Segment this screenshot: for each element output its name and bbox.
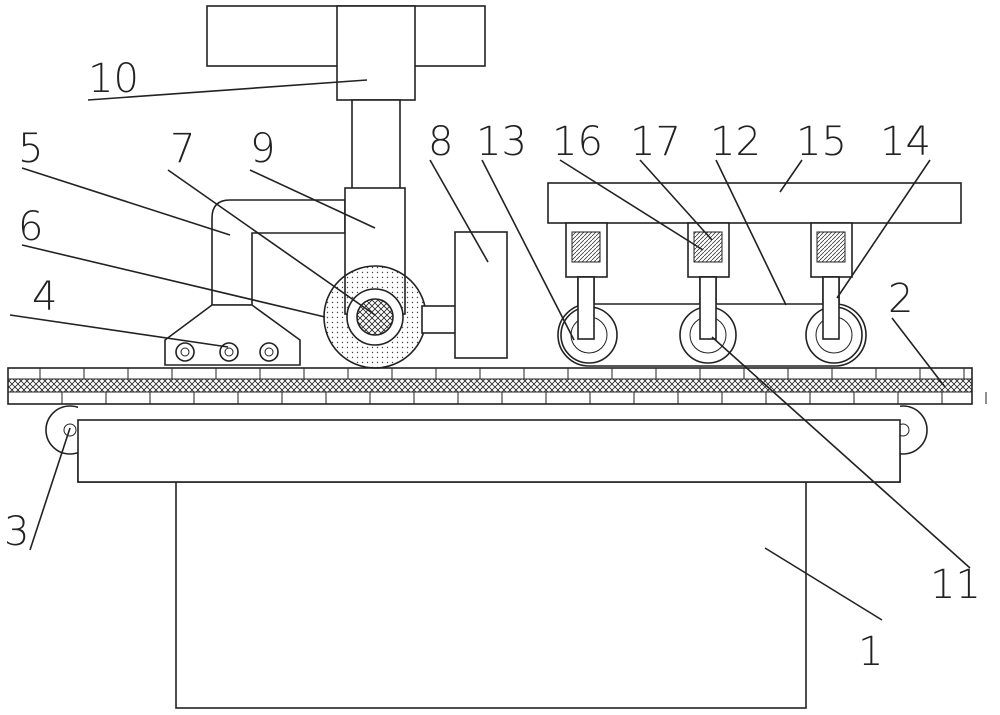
motor-shaft: [352, 100, 400, 190]
nozzle-row: [176, 343, 278, 361]
label-8: 8: [428, 119, 453, 165]
label-13: 13: [476, 119, 527, 165]
label-4: 4: [32, 274, 57, 320]
motor-body: [337, 6, 415, 100]
label-16: 16: [552, 119, 603, 165]
label-11: 11: [930, 562, 981, 608]
roller-mask: [78, 405, 900, 420]
label-15: 15: [796, 119, 847, 165]
label-2: 2: [888, 276, 913, 322]
base-body: [176, 480, 806, 708]
grinding-wheel: [324, 266, 426, 368]
label-14: 14: [880, 119, 931, 165]
label-17: 17: [630, 119, 681, 165]
label-3: 3: [4, 509, 29, 555]
label-12: 12: [710, 119, 761, 165]
label-1: 1: [858, 629, 883, 675]
conveyor-belt: [8, 368, 972, 404]
label-10: 10: [88, 56, 139, 102]
press-plate: [548, 183, 961, 223]
label-7: 7: [170, 126, 195, 172]
label-6: 6: [18, 204, 43, 250]
table-plate-top: [78, 420, 900, 482]
label-9: 9: [250, 126, 275, 172]
label-5: 5: [18, 126, 43, 172]
